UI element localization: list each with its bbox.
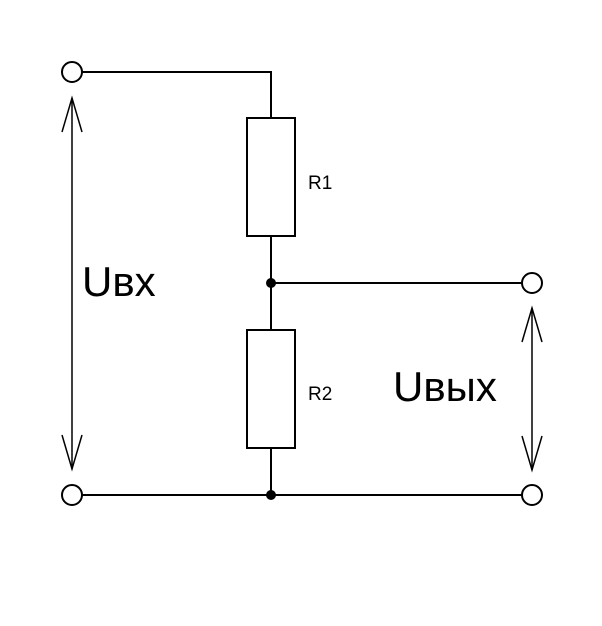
arrow-head-up [521, 305, 543, 343]
terminal-output-bottom [521, 484, 543, 506]
terminal-output-top [521, 272, 543, 294]
terminal-input-bottom [61, 484, 83, 506]
terminal-input-top [61, 61, 83, 83]
junction-node-middle [266, 278, 276, 288]
arrow-head-down [521, 435, 543, 473]
arrow-head-down [61, 434, 83, 472]
arrow-head-up [61, 95, 83, 133]
output-voltage-label: Uвых [393, 363, 497, 410]
resistor-r1 [246, 117, 296, 237]
r1-label: R1 [308, 173, 332, 194]
input-voltage-arrow [61, 95, 83, 472]
output-voltage-arrow [521, 305, 543, 473]
r2-label: R2 [308, 384, 332, 405]
junction-node-bottom [266, 490, 276, 500]
input-voltage-label: Uвх [82, 258, 156, 305]
wire-input-top-to-r1 [82, 71, 272, 118]
resistor-r2 [246, 329, 296, 449]
